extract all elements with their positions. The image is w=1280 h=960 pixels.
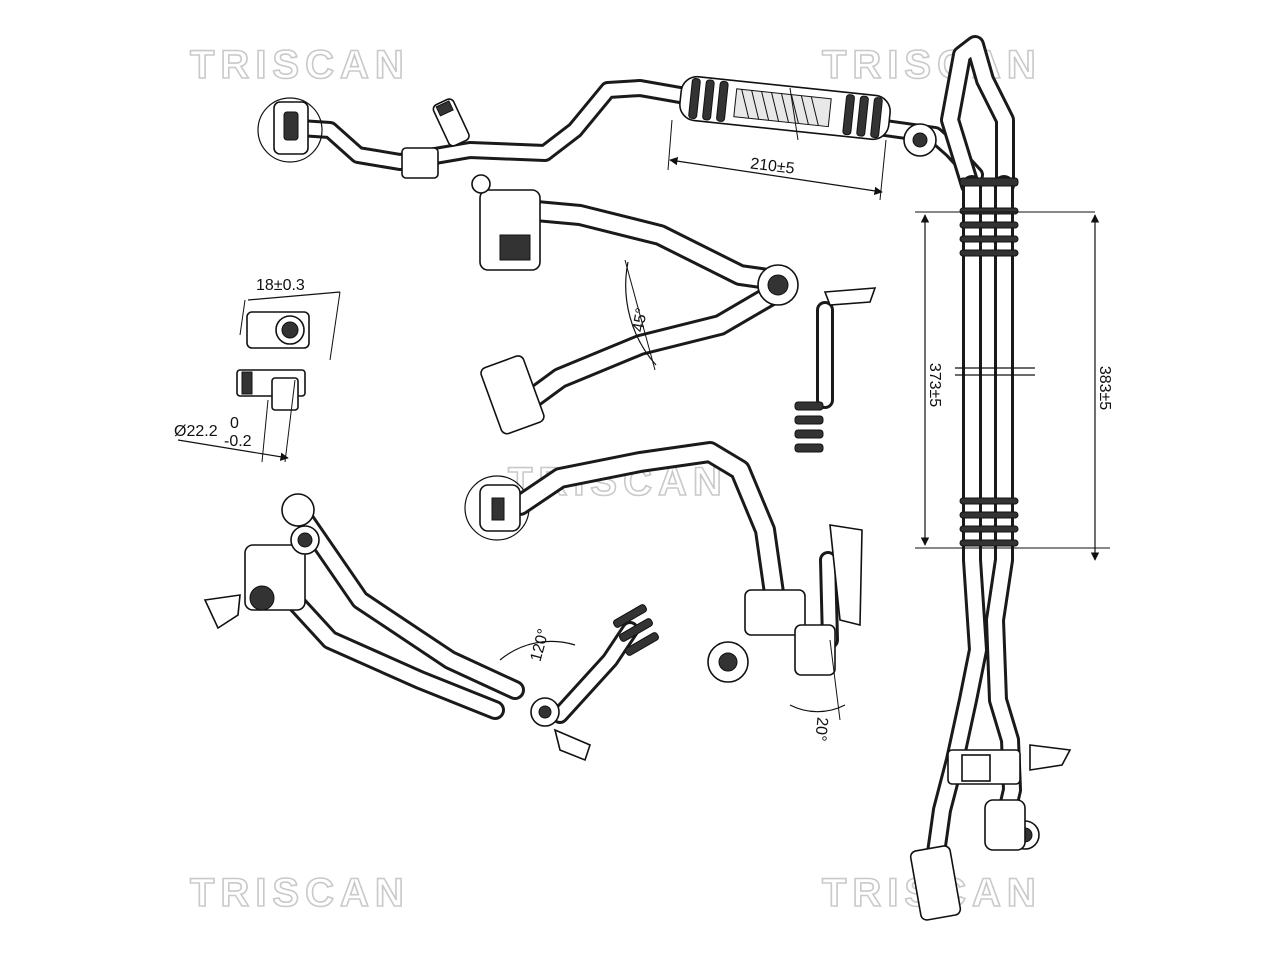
dimension-diameter-lower: -0.2 [224,433,252,450]
angle-45: 45° [630,307,651,334]
angle-120: 120° [528,627,553,663]
dimension-diameter-upper: 0 [230,415,239,432]
dimension-height-a: 373±5 [926,363,943,407]
dimension-top-length: 210±5 [749,155,795,177]
dimension-fitting-width: 18±0.3 [256,277,305,294]
lower-left-view: 120° [203,493,659,762]
dimension-height-b: 383±5 [1096,366,1113,410]
watermark-bottom-left: TRISCAN [190,871,410,915]
middle-pipe-view: 45° [471,174,877,453]
dimension-diameter: Ø22.2 [174,423,218,440]
lower-center-view: 20° [464,441,863,742]
top-pipe-assembly: 210±5 [257,75,984,201]
right-vertical-assembly: 373±5 383±5 [909,35,1113,921]
pressure-sensor [401,98,470,179]
fitting-detail: 18±0.3 Ø22.2 0 -0.2 [174,277,341,463]
watermark-top-left: TRISCAN [190,43,410,87]
top-left-fitting [257,97,323,163]
watermark-top-right: TRISCAN [822,43,1042,87]
angle-20: 20° [811,716,830,742]
